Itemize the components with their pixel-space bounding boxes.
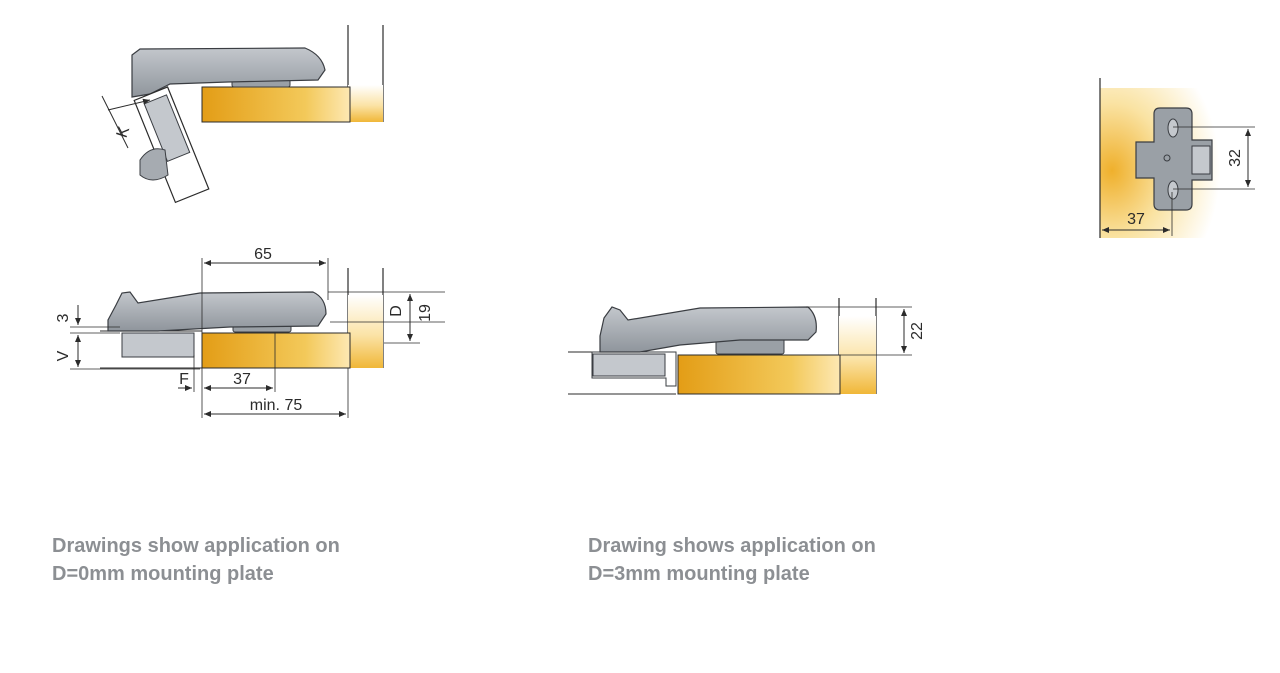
k-extension-line (101, 95, 129, 149)
label-3: 3 (55, 313, 72, 322)
panel-wood (677, 354, 841, 395)
detail-section: 65 3 V D 19 F 37 min. 75 (55, 246, 445, 418)
label-d: D (388, 305, 405, 317)
caption-right: Drawing shows application on D=3mm mount… (588, 532, 876, 588)
hinge-arm (107, 291, 327, 332)
label-22: 22 (909, 322, 926, 340)
screw-hole (1167, 180, 1179, 200)
caption-left-line2: D=0mm mounting plate (52, 563, 274, 585)
label-65: 65 (254, 246, 272, 263)
label-37: 37 (233, 371, 251, 388)
cabinet-side-wood (348, 295, 383, 368)
caption-left-line1: Drawings show application on (52, 535, 340, 557)
detail-plate-3mm: 22 (568, 298, 926, 395)
cabinet-side-wood (348, 85, 383, 122)
label-19: 19 (417, 304, 434, 322)
hinge-cup (592, 353, 666, 377)
hinge-arm (131, 47, 326, 98)
rotated-door (133, 86, 210, 204)
mounting-plate-front (1135, 107, 1213, 211)
hinge-arm (599, 306, 817, 353)
panel-wood (201, 86, 351, 123)
label-f: F (179, 371, 189, 388)
panel-wood (201, 332, 351, 369)
label-32: 32 (1227, 149, 1244, 167)
label-v: V (55, 350, 72, 361)
detail-top-opened: K (101, 25, 384, 204)
hinge-cup (121, 332, 195, 358)
caption-left: Drawings show application on D=0mm mount… (52, 532, 340, 588)
caption-right-line1: Drawing shows application on (588, 535, 876, 557)
screw-hole (1167, 118, 1179, 138)
label-min75: min. 75 (250, 397, 303, 414)
hinge-cup-claw (139, 148, 169, 181)
k-dimension-line (107, 98, 151, 111)
caption-right-line2: D=3mm mounting plate (588, 563, 810, 585)
label-37-front: 37 (1127, 211, 1145, 228)
label-k: K (114, 124, 134, 140)
detail-front-view: 32 37 (1099, 78, 1255, 238)
